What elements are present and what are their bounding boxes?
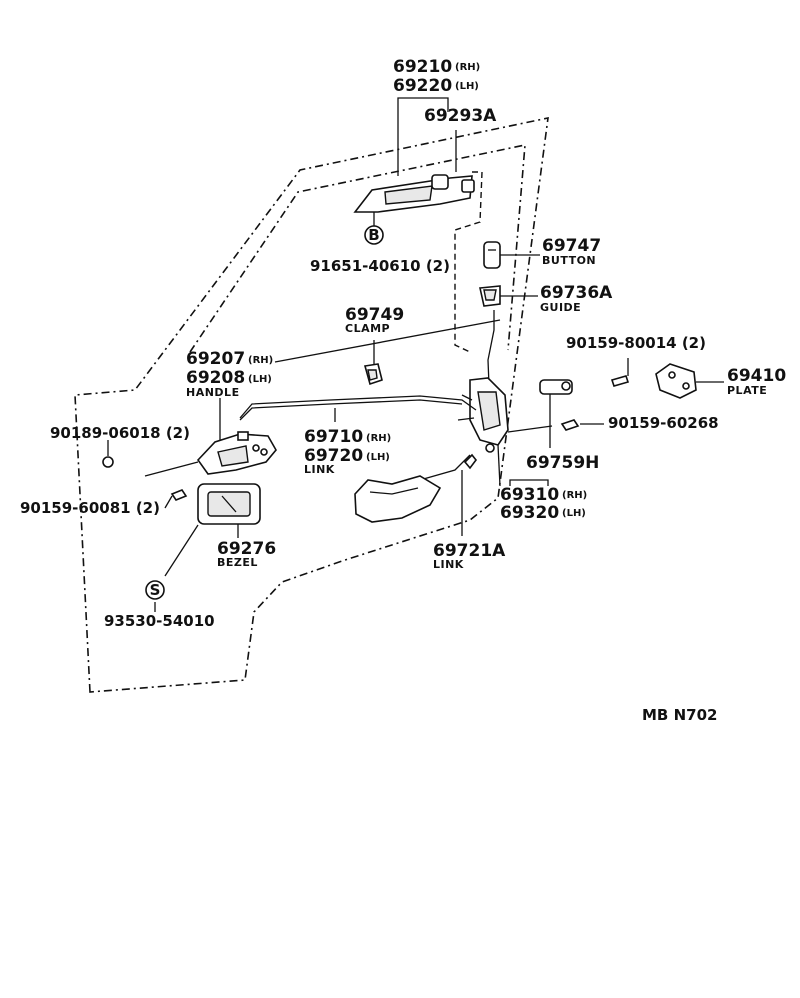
leader-lines xyxy=(107,97,724,612)
symbol-s-circle: S xyxy=(145,580,165,600)
lock-cylinder-part[interactable] xyxy=(539,379,573,395)
desc-clamp: CLAMP xyxy=(345,322,390,335)
part-number-90159-60081: 90159-60081 (2) xyxy=(20,499,160,517)
part-number-90189: 90189-06018 (2) xyxy=(50,424,190,442)
desc-bezel: BEZEL xyxy=(217,556,258,569)
bezel-part[interactable] xyxy=(197,483,261,525)
part-number-69736a: 69736A xyxy=(540,283,613,303)
striker-plate-part[interactable] xyxy=(655,363,697,399)
side-lh-69208: (LH) xyxy=(248,374,272,385)
screw-90159-60081[interactable] xyxy=(170,489,188,501)
symbol-b-label: B xyxy=(368,226,379,244)
desc-button: BUTTON xyxy=(542,254,596,267)
clamp-part[interactable] xyxy=(363,363,383,386)
desc-link-69721a: LINK xyxy=(433,558,464,571)
part-number-69320: 69320 xyxy=(500,503,559,523)
screw-90159-80014[interactable] xyxy=(610,375,630,387)
part-number-93530: 93530-54010 xyxy=(104,612,215,630)
diagram-code: MB N702 xyxy=(642,706,717,724)
part-number-69220: 69220 xyxy=(393,76,452,96)
side-rh-69210: (RH) xyxy=(455,62,480,73)
part-number-69710: 69710 xyxy=(304,427,363,447)
side-rh-69207: (RH) xyxy=(248,355,273,366)
part-number-69276: 69276 xyxy=(217,539,276,559)
door-latch-body xyxy=(354,475,442,523)
door-lock-assembly-part[interactable] xyxy=(457,377,509,453)
inside-handle-part[interactable] xyxy=(196,431,277,475)
door-outline xyxy=(74,116,549,693)
part-number-69310: 69310 xyxy=(500,485,559,505)
part-number-90159-80014: 90159-80014 (2) xyxy=(566,334,706,352)
part-number-69720: 69720 xyxy=(304,446,363,466)
desc-plate: PLATE xyxy=(727,384,767,397)
part-number-69208: 69208 xyxy=(186,368,245,388)
part-number-69759h: 69759H xyxy=(526,453,599,473)
side-lh-69720: (LH) xyxy=(366,452,390,463)
side-lh-69220: (LH) xyxy=(455,81,479,92)
desc-guide: GUIDE xyxy=(540,301,581,314)
outside-handle-rod xyxy=(454,171,483,353)
symbol-b-circle: B xyxy=(364,225,384,245)
lock-button-part[interactable] xyxy=(483,241,501,269)
link-69721a-part[interactable] xyxy=(463,453,478,470)
part-number-90159-60268: 90159-60268 xyxy=(608,414,719,432)
desc-handle: HANDLE xyxy=(186,386,240,399)
part-number-69210: 69210 xyxy=(393,57,452,77)
part-number-69293a: 69293A xyxy=(424,106,497,126)
part-number-69749: 69749 xyxy=(345,305,404,325)
part-number-69747: 69747 xyxy=(542,236,601,256)
part-number-91651: 91651-40610 (2) xyxy=(310,257,450,275)
link-rod-part[interactable] xyxy=(239,395,477,421)
side-rh-69710: (RH) xyxy=(366,433,391,444)
side-lh-69320: (LH) xyxy=(562,508,586,519)
symbol-s-label: S xyxy=(150,581,161,599)
side-rh-69310: (RH) xyxy=(562,490,587,501)
bolt-90189[interactable] xyxy=(102,456,114,468)
part-number-69721a: 69721A xyxy=(433,541,506,561)
screw-90159-60268[interactable] xyxy=(560,419,580,431)
desc-link-69720: LINK xyxy=(304,463,335,476)
part-number-69410: 69410 xyxy=(727,366,786,386)
button-guide-part[interactable] xyxy=(479,285,501,307)
part-number-69207: 69207 xyxy=(186,349,245,369)
outside-handle-part[interactable] xyxy=(353,174,475,213)
